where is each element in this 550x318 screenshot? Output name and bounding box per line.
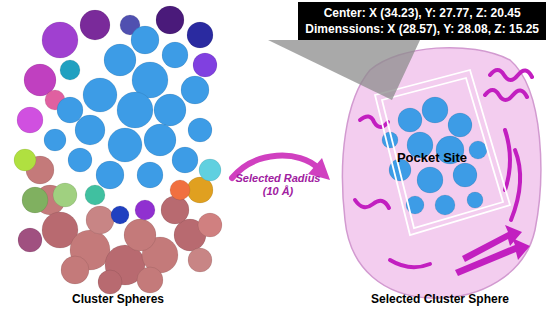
arrow-label: Selected Radius (10 Å) — [230, 172, 326, 198]
caption-label: Selected Cluster Sphere — [371, 292, 509, 306]
coordinate-text: Center: X (34.23), Y: 27.77, Z: 20.45 — [305, 5, 539, 21]
info-box: Center: X (34.23), Y: 27.77, Z: 20.45Dim… — [298, 2, 546, 40]
cluster-spheres — [14, 6, 222, 294]
zoom-wedge — [268, 40, 420, 100]
pocket-label: Pocket Site — [397, 150, 467, 166]
coordinate-text: Dimenssions: X (28.57), Y: 28.08, Z: 15.… — [305, 21, 539, 37]
caption-label: Cluster Spheres — [72, 292, 164, 306]
